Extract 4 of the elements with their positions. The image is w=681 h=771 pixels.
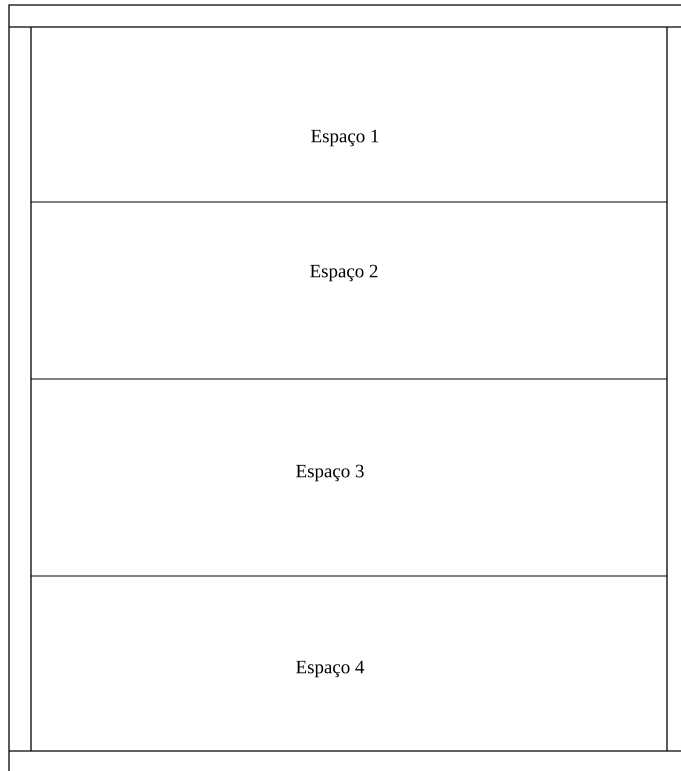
space-box: Espaço 2 <box>30 202 668 380</box>
space-box: Espaço 4 <box>30 576 668 752</box>
space-box: Espaço 3 <box>30 378 668 576</box>
space-box: Espaço 1 <box>30 26 668 202</box>
